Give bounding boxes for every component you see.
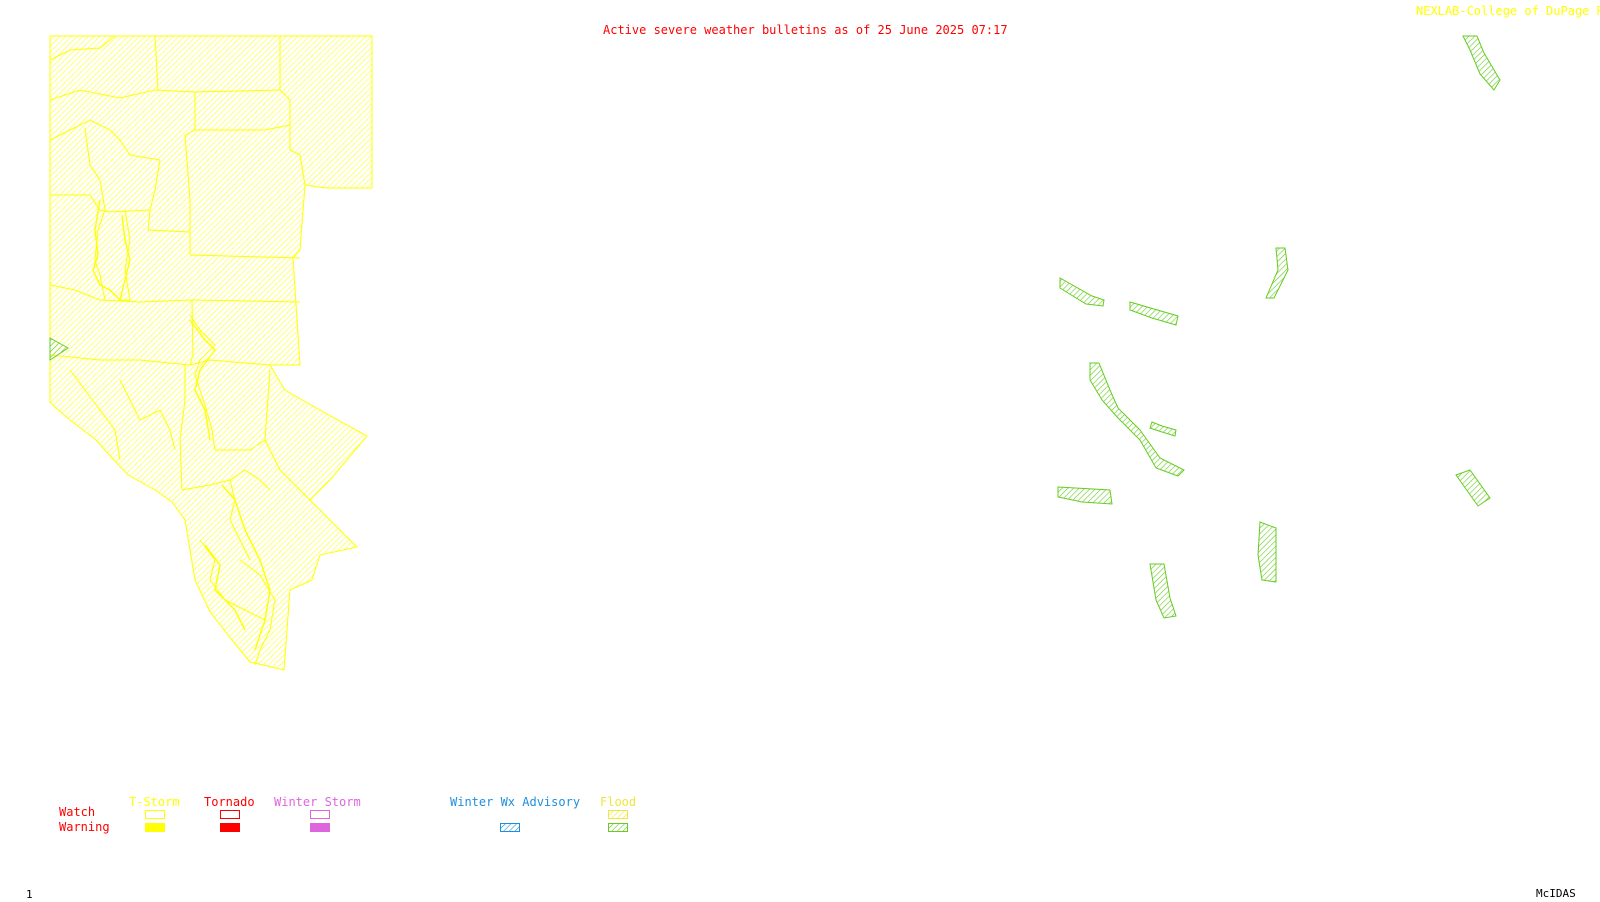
flood-warning-polygon [1149, 563, 1177, 619]
river-lines [92, 199, 271, 651]
flood-warnings [1057, 35, 1501, 619]
flood-warning-polygon [1129, 301, 1179, 326]
legend-tornado-watch-swatch [220, 810, 240, 819]
flood-warning-polygon [1089, 362, 1185, 477]
flood-warning-polygon [1462, 35, 1501, 91]
legend-label-tornado: Tornado [204, 795, 255, 809]
flood-warning-polygon [1455, 469, 1491, 507]
legend-tornado-warning-swatch [220, 823, 240, 832]
legend-flood-warning-swatch [608, 823, 628, 832]
legend-label-flood: Flood [600, 795, 637, 809]
flood-warning-polygon [1059, 277, 1105, 307]
watch-area-outline [49, 35, 373, 671]
page-title: Active severe weather bulletins as of 25… [603, 23, 1008, 37]
frame-number: 1 [26, 888, 33, 901]
flood-warning-polygon [1149, 421, 1177, 437]
legend-tstorm-watch-swatch [145, 810, 165, 819]
flood-warning-polygon [1265, 247, 1289, 299]
legend-label-tstorm: T-Storm [129, 795, 180, 809]
watch-region [49, 35, 373, 671]
legend-flood-watch-swatch [608, 810, 628, 819]
flood-warning-polygon [1057, 486, 1113, 505]
legend-winter-storm-warning-swatch [310, 823, 330, 832]
legend-winter-storm-watch-swatch [310, 810, 330, 819]
flood-warning-polygon [1257, 521, 1277, 583]
legend-winter-advisory-swatch [500, 823, 520, 832]
software-label: McIDAS [1536, 887, 1576, 900]
legend-row-warning: Warning [59, 820, 110, 834]
legend-label-winter-wx-advisory: Winter Wx Advisory [450, 795, 581, 809]
legend-label-winter-storm: Winter Storm [274, 795, 361, 809]
county-lines [49, 35, 311, 666]
flood-warning-polygon [49, 337, 69, 361]
credit-label: NEXLAB-College of DuPage R [1416, 4, 1600, 18]
legend-row-watch: Watch [59, 805, 96, 819]
legend-tstorm-warning-swatch [145, 823, 165, 832]
